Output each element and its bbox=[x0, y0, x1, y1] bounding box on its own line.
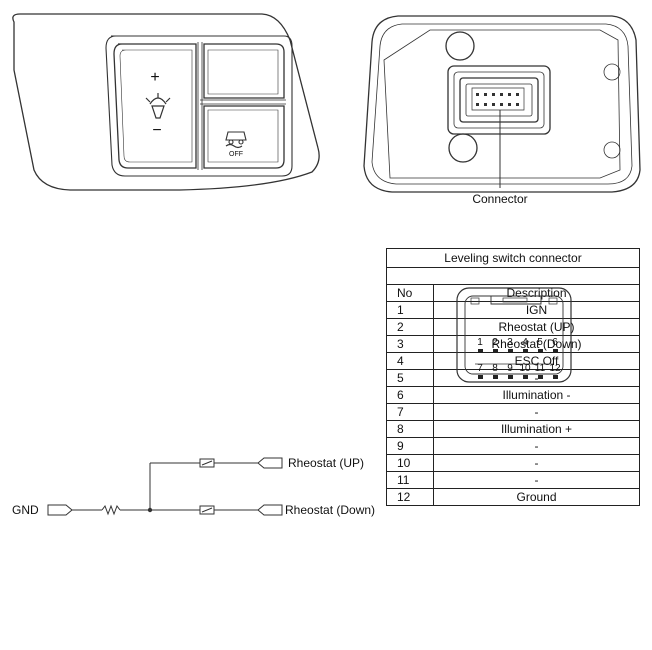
switch-rear-view bbox=[363, 15, 641, 193]
pin-no: 10 bbox=[386, 454, 434, 472]
rheostat-up-terminal bbox=[257, 457, 283, 469]
table-title: Leveling switch connector bbox=[386, 248, 640, 268]
pin-description: - bbox=[433, 471, 640, 489]
pin-markers bbox=[478, 349, 558, 379]
pin-no: 12 bbox=[386, 488, 434, 506]
table-row: 11- bbox=[386, 471, 640, 489]
pin-no: 7 bbox=[386, 403, 434, 421]
pin-label: 4 bbox=[522, 337, 528, 348]
pin-label: 5 bbox=[537, 337, 543, 348]
pin-label: 11 bbox=[535, 363, 546, 374]
table-row: 7- bbox=[386, 403, 640, 421]
rheostat-down-terminal bbox=[257, 504, 283, 516]
pin-no: 9 bbox=[386, 437, 434, 455]
junction-dot bbox=[147, 507, 153, 513]
circuit-schematic bbox=[47, 457, 283, 516]
esc-off-icon bbox=[225, 131, 247, 149]
gnd-label: GND bbox=[12, 503, 39, 517]
pin-label: 1 bbox=[477, 337, 483, 348]
level-down-symbol: − bbox=[152, 122, 161, 139]
gnd-terminal bbox=[47, 504, 73, 516]
pin-label: 7 bbox=[477, 363, 483, 374]
pin-description: - bbox=[433, 437, 640, 455]
rear-connector-pins bbox=[476, 93, 519, 106]
pin-description: - bbox=[433, 454, 640, 472]
pin-description: Ground bbox=[433, 488, 640, 506]
pin-no: 8 bbox=[386, 420, 434, 438]
leveling-switch-connector-table: Leveling switch connector bbox=[386, 248, 640, 506]
switch-front-view bbox=[12, 13, 320, 191]
table-row: 10- bbox=[386, 454, 640, 472]
table-row: 9- bbox=[386, 437, 640, 455]
level-up-symbol: + bbox=[150, 69, 159, 86]
connector-face-cell: 1 2 3 4 5 6 7 8 9 10 11 12 bbox=[386, 267, 640, 383]
pin-label: 6 bbox=[552, 337, 558, 348]
connector-face-diagram: 1 2 3 4 5 6 7 8 9 10 11 12 bbox=[456, 287, 572, 383]
rheostat-down-label: Rheostat (Down) bbox=[285, 503, 375, 517]
pin-no: 11 bbox=[386, 471, 434, 489]
connector-label: Connector bbox=[472, 192, 527, 206]
esc-off-icon-text: OFF bbox=[229, 151, 243, 158]
resistor-symbol bbox=[101, 504, 121, 516]
pin-label: 12 bbox=[549, 363, 561, 374]
pin-label: 2 bbox=[492, 337, 498, 348]
pin-description: - bbox=[433, 403, 640, 421]
pin-description: Illumination + bbox=[433, 420, 640, 438]
pin-label: 8 bbox=[492, 363, 498, 374]
rheostat-up-label: Rheostat (UP) bbox=[288, 456, 364, 470]
pin-label: 3 bbox=[507, 337, 513, 348]
pin-label: 9 bbox=[507, 363, 513, 374]
pin-label: 10 bbox=[519, 363, 531, 374]
headlamp-leveling-icon bbox=[145, 93, 171, 119]
